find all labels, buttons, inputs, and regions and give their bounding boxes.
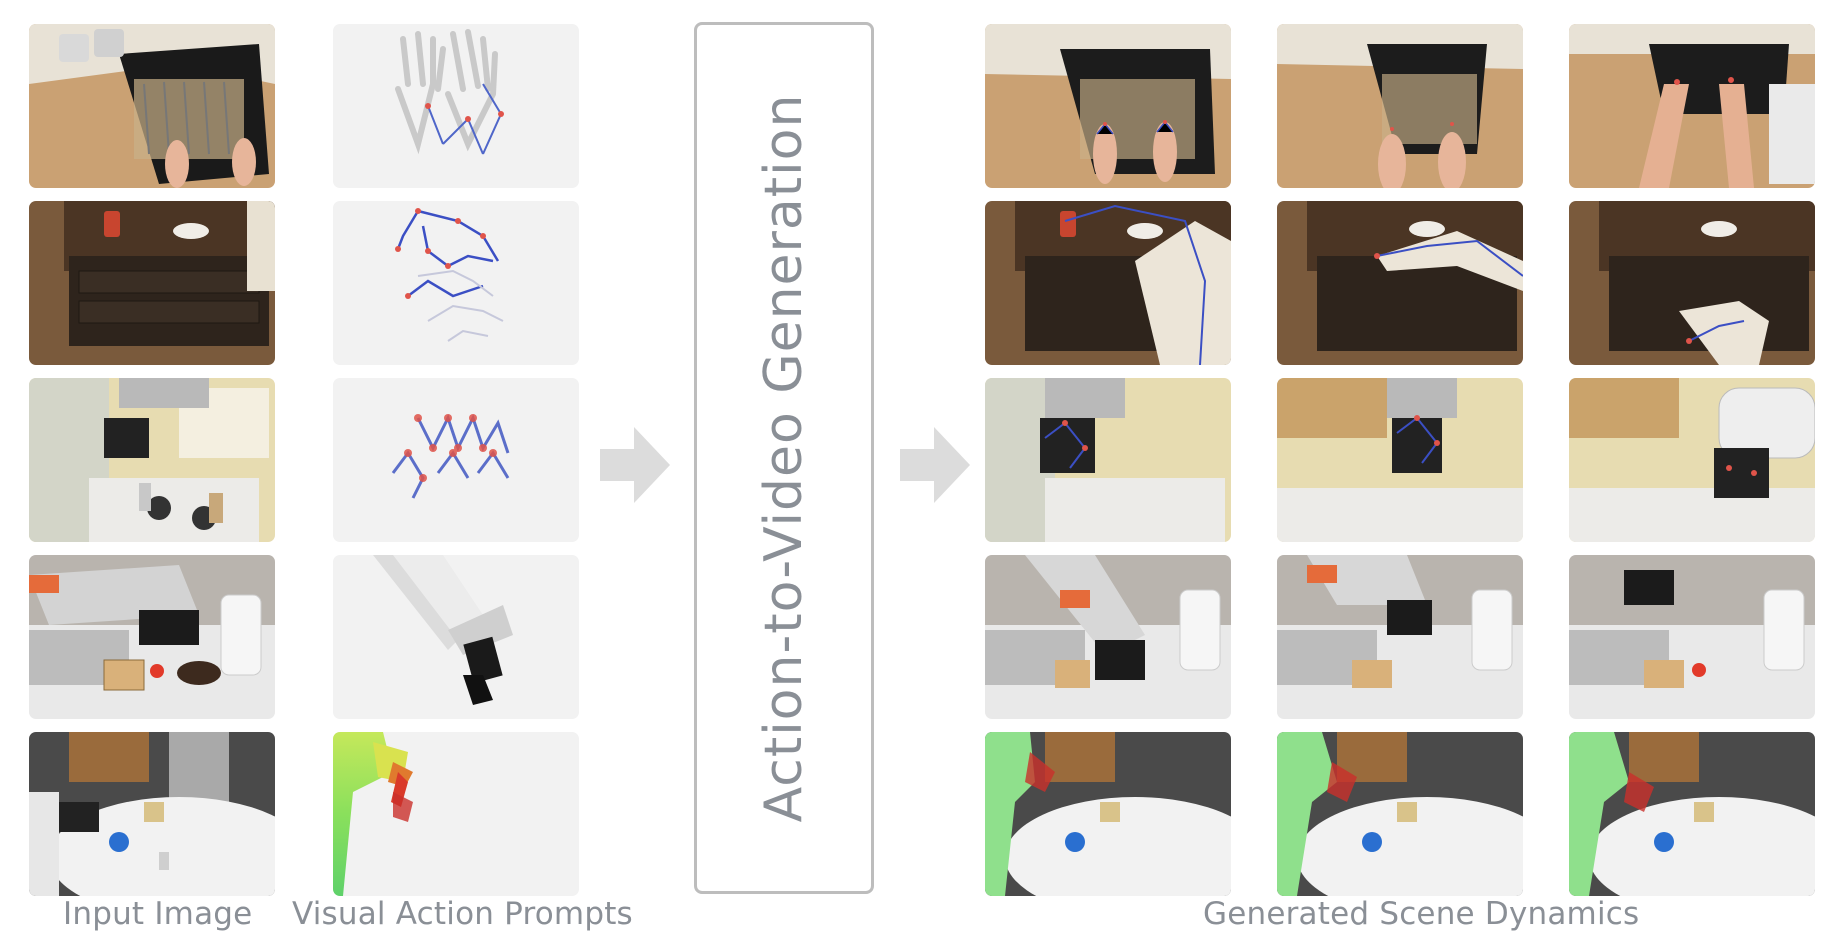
generated-frame-oven-1 — [985, 24, 1231, 188]
input-image-drawer — [29, 201, 275, 365]
prompt-rendered-arm-mesh — [333, 555, 579, 719]
input-image-desk — [29, 732, 275, 896]
generated-frame-sink-1 — [985, 555, 1231, 719]
generated-frame-stove-1 — [985, 378, 1231, 542]
prompt-hand-skeleton-faded — [333, 24, 579, 188]
input-image-sink — [29, 555, 275, 719]
generated-frame-oven-2 — [1277, 24, 1523, 188]
generated-frame-drawer-3 — [1569, 201, 1815, 365]
generated-frame-desk-3 — [1569, 732, 1815, 896]
generated-frame-drawer-2 — [1277, 201, 1523, 365]
right-arrow-icon — [600, 427, 670, 503]
prompt-gripper-skeleton — [333, 378, 579, 542]
input-image-oven — [29, 24, 275, 188]
prompt-hand-skeleton-strong — [333, 201, 579, 365]
generated-frame-sink-2 — [1277, 555, 1523, 719]
generated-frame-stove-3 — [1569, 378, 1815, 542]
generated-frame-oven-3 — [1569, 24, 1815, 188]
right-arrow-icon — [900, 427, 970, 503]
caption-generated-scene-dynamics: Generated Scene Dynamics — [1203, 896, 1640, 932]
generated-frame-drawer-1 — [985, 201, 1231, 365]
input-image-stove — [29, 378, 275, 542]
prompt-colored-arm-mesh — [333, 732, 579, 896]
generated-frame-desk-1 — [985, 732, 1231, 896]
caption-visual-action-prompts: Visual Action Prompts — [292, 896, 633, 932]
generated-frame-desk-2 — [1277, 732, 1523, 896]
action-to-video-generation-label: Action-to-Video Generation — [754, 93, 814, 823]
caption-input-image: Input Image — [63, 896, 253, 932]
generated-frame-sink-3 — [1569, 555, 1815, 719]
generated-frame-stove-2 — [1277, 378, 1523, 542]
action-to-video-generation-box: Action-to-Video Generation — [694, 22, 874, 894]
